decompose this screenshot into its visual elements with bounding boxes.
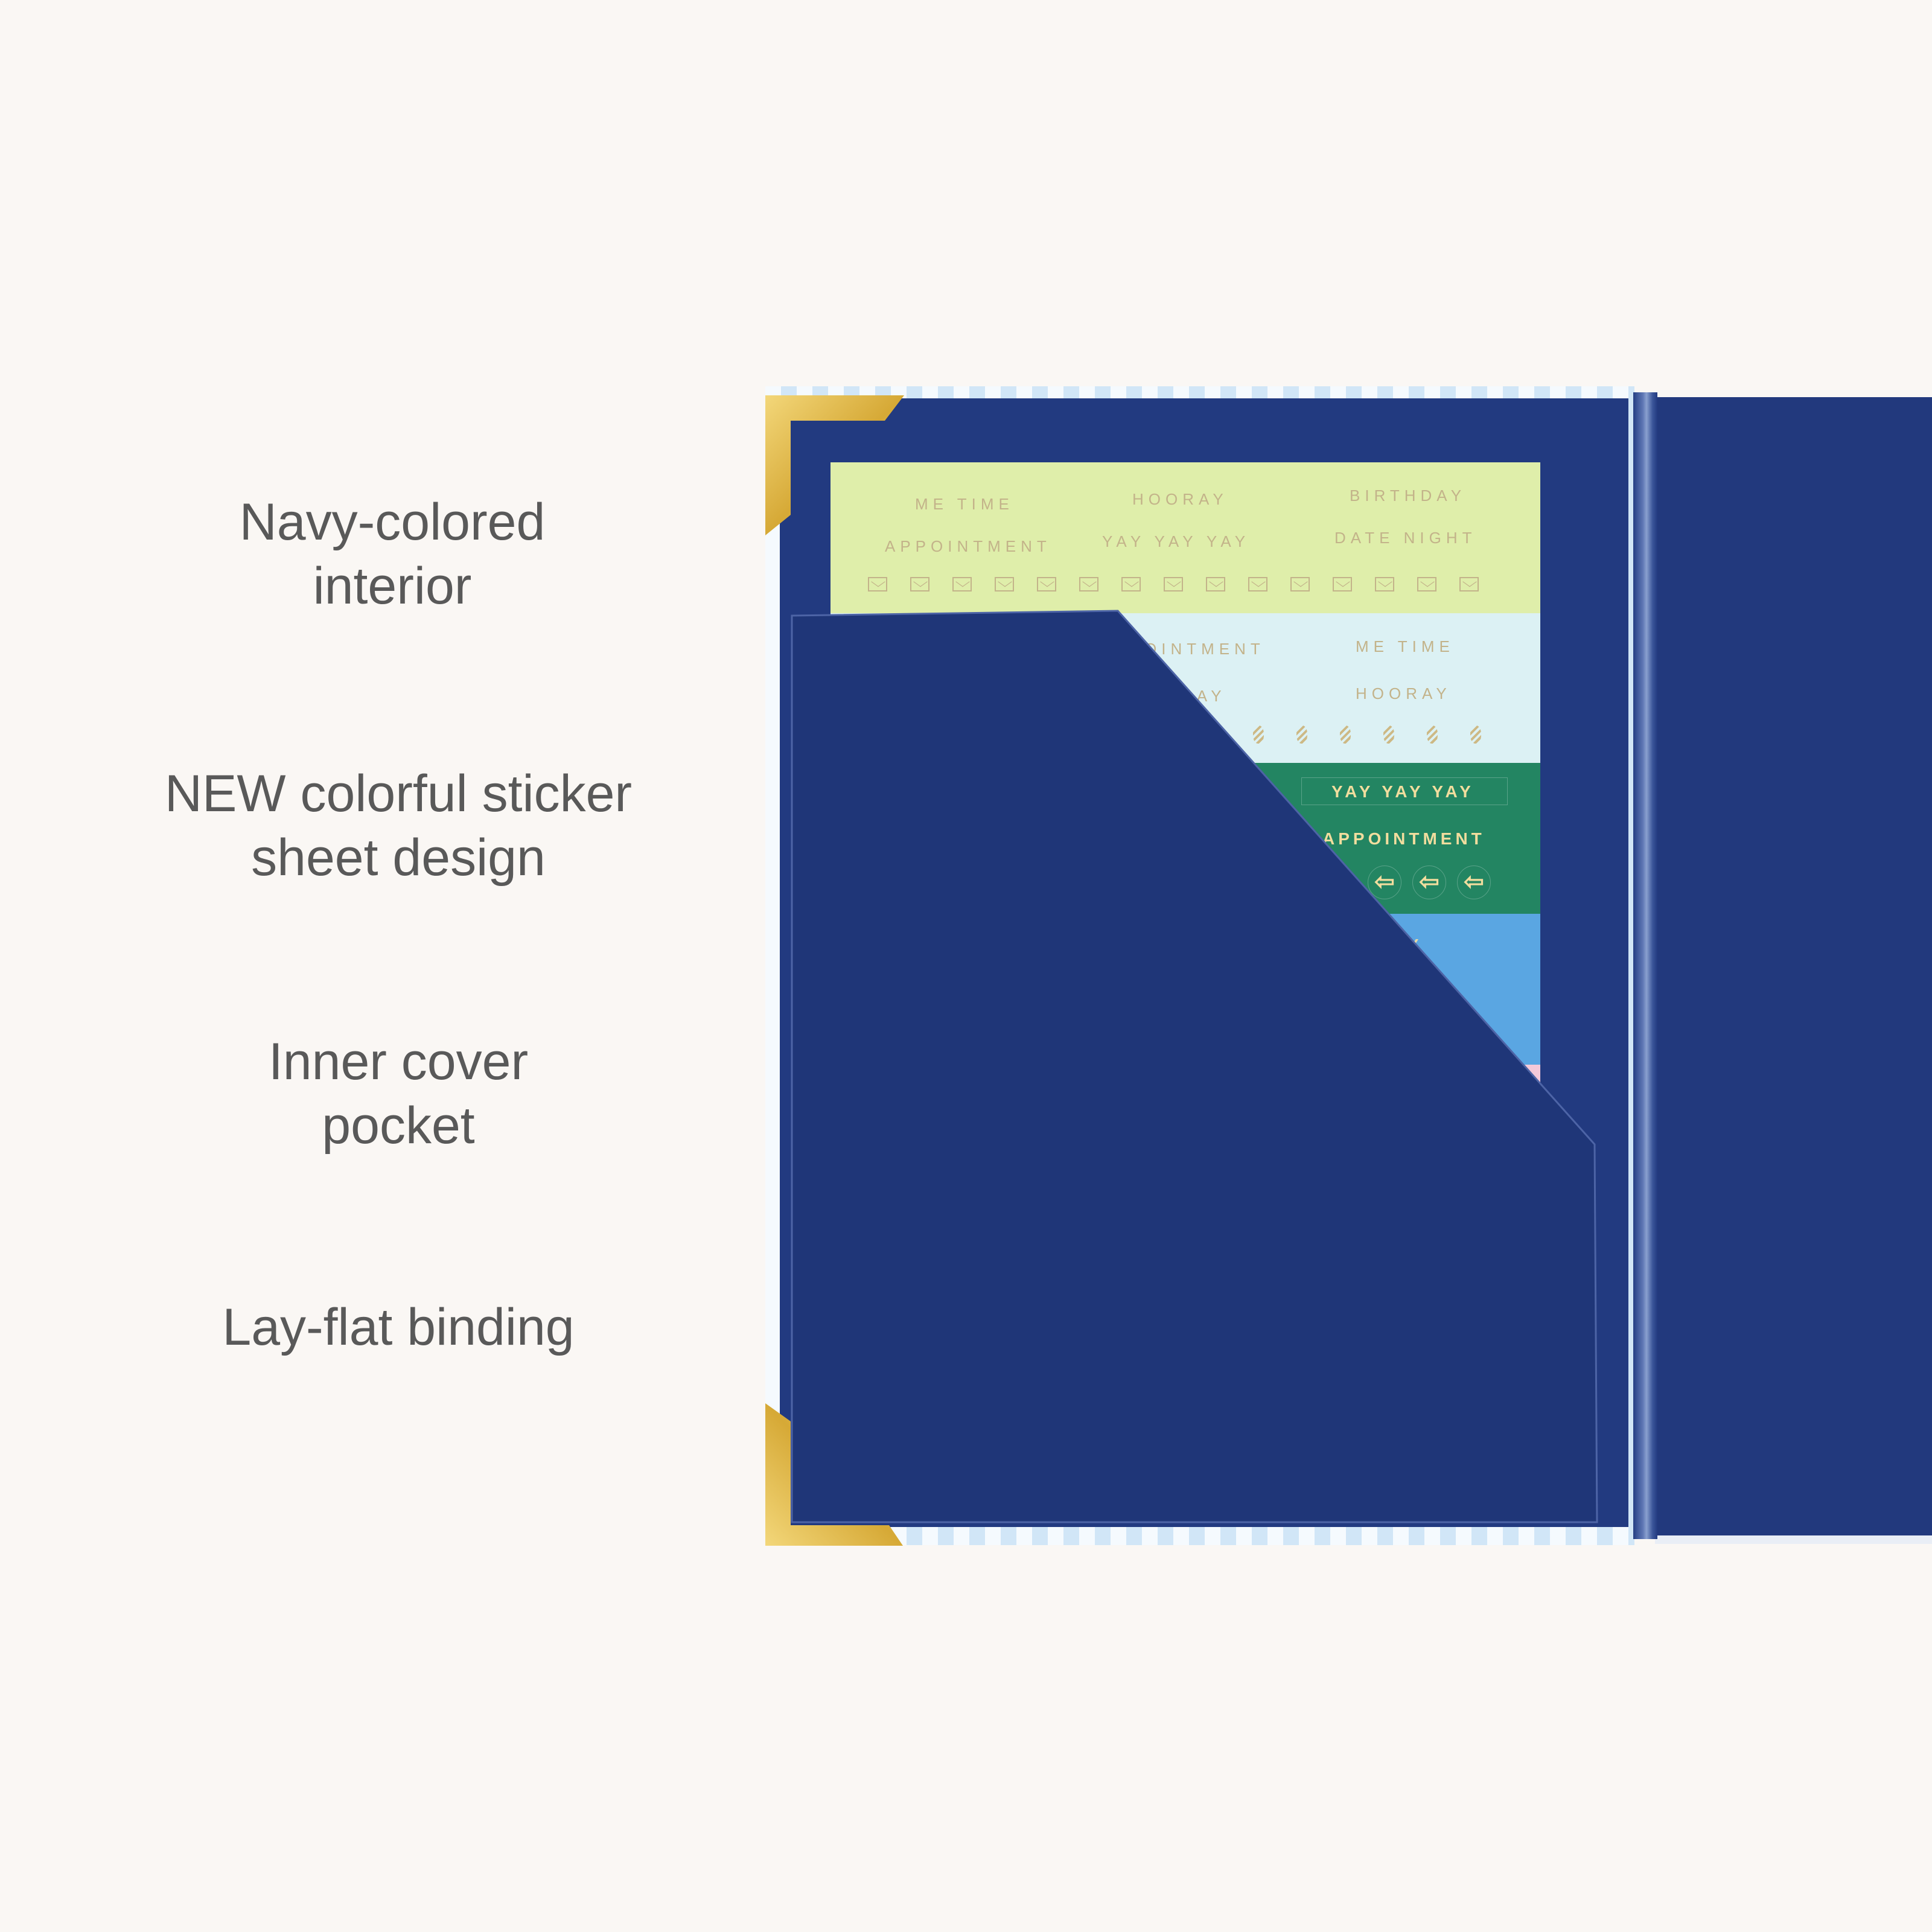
envelope-icon xyxy=(995,577,1014,591)
feature-text-line: pocket xyxy=(322,1097,475,1155)
envelope-icon xyxy=(1037,577,1056,591)
feature-inner-pocket: Inner cover pocket xyxy=(6,1030,791,1158)
pineapple-icon xyxy=(1296,725,1307,744)
feature-text-line: Inner cover xyxy=(268,1033,529,1091)
feature-list: Navy-colored interior NEW colorful stick… xyxy=(0,0,785,1932)
sticker-label: APPOINTMENT xyxy=(885,537,1051,555)
arrow-left-icon: ⇦ xyxy=(1457,866,1491,899)
sticker-outline xyxy=(1301,777,1508,805)
feature-text-line: sheet design xyxy=(251,829,546,887)
gold-corner-bottom-left xyxy=(765,1403,903,1546)
envelope-icon xyxy=(910,577,929,591)
pineapple-icon xyxy=(1340,725,1351,744)
feature-text-line: Navy-colored xyxy=(239,493,546,551)
arrow-left-icon: ⇦ xyxy=(1412,866,1446,899)
envelope-icon xyxy=(1333,577,1352,591)
lay-flat-spine xyxy=(1633,392,1657,1539)
envelope-icon xyxy=(1375,577,1394,591)
sticker-label: ME TIME xyxy=(1356,637,1455,655)
envelope-icon xyxy=(952,577,972,591)
sticker-label: HOORAY xyxy=(1132,490,1228,508)
envelope-icon xyxy=(1121,577,1141,591)
pineapple-icon xyxy=(1470,725,1481,744)
sticker-row-lime: ME TIME HOORAY BIRTHDAY APPOINTMENT YAY … xyxy=(831,462,1540,613)
feature-navy-interior: Navy-colored interior xyxy=(0,490,785,618)
pineapple-icon-row xyxy=(1253,725,1481,744)
envelope-icon xyxy=(1290,577,1310,591)
pineapple-icon xyxy=(1253,725,1264,744)
sticker-label: YAY YAY YAY xyxy=(1331,782,1475,801)
page-edge xyxy=(1655,1535,1932,1544)
feature-text-line: interior xyxy=(313,557,472,615)
feature-text-line: Lay-flat binding xyxy=(222,1298,575,1356)
pineapple-icon xyxy=(1427,725,1438,744)
envelope-icon xyxy=(1079,577,1098,591)
feature-sticker-sheet: NEW colorful sticker sheet design xyxy=(6,762,791,890)
sticker-label: DATE NIGHT xyxy=(1334,529,1477,547)
envelope-icon xyxy=(1248,577,1267,591)
sticker-label: OINTMENT xyxy=(1144,640,1265,658)
envelope-icon xyxy=(1417,577,1436,591)
envelope-icon xyxy=(868,577,887,591)
arrow-left-icon: ⇦ xyxy=(1368,866,1401,899)
envelope-icon-row xyxy=(868,577,1479,591)
gold-corner-top-left xyxy=(765,395,904,535)
envelope-icon xyxy=(1206,577,1225,591)
pineapple-icon xyxy=(1383,725,1394,744)
sticker-label: APPOINTMENT xyxy=(1322,829,1485,848)
feature-text-line: NEW colorful sticker xyxy=(164,765,633,823)
feature-lay-flat-binding: Lay-flat binding xyxy=(6,1295,791,1359)
sticker-label: HOORAY xyxy=(1356,684,1452,703)
sticker-label: ME TIME xyxy=(915,495,1014,513)
sticker-label: BIRTHDAY xyxy=(1350,486,1467,505)
sticker-label: YAY YAY YAY xyxy=(1102,532,1251,550)
envelope-icon xyxy=(1459,577,1479,591)
arrow-icon-row: ⇦ ⇦ ⇦ xyxy=(1368,866,1491,899)
envelope-icon xyxy=(1164,577,1183,591)
navy-right-page xyxy=(1655,397,1932,1535)
